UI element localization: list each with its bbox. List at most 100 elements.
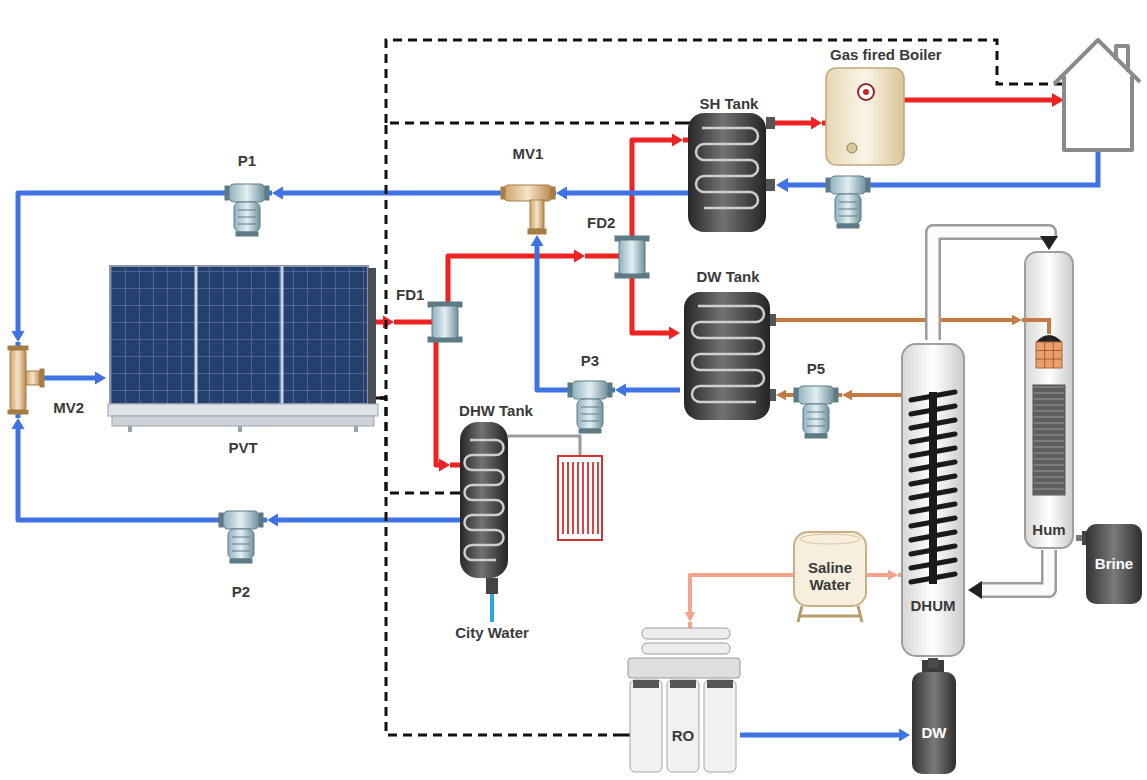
pvt-panel-drawing bbox=[108, 266, 378, 432]
pipe-connector bbox=[685, 575, 788, 622]
pipe-connector bbox=[12, 193, 223, 342]
pump-drawing bbox=[223, 511, 259, 529]
pump-drawing bbox=[219, 176, 870, 563]
diverter-drawing bbox=[432, 306, 458, 338]
pipe-line bbox=[850, 393, 898, 397]
arrow-head bbox=[842, 390, 852, 400]
pump-drawing bbox=[803, 404, 829, 434]
arrow-head bbox=[672, 134, 683, 147]
pipe-connector bbox=[746, 729, 910, 742]
pvt-panel-drawing bbox=[130, 426, 356, 432]
pump-drawing bbox=[232, 537, 250, 551]
component-label: Brine bbox=[1095, 555, 1133, 572]
arrow-head bbox=[1012, 315, 1022, 325]
component-label: RO bbox=[672, 727, 695, 744]
layout-pipes bbox=[776, 178, 788, 192]
layout-pipes bbox=[490, 594, 494, 622]
pipe-line bbox=[624, 388, 680, 393]
pipe-connector bbox=[448, 250, 585, 285]
storage-tank: SH Tank bbox=[683, 93, 775, 235]
pipe-connector bbox=[380, 123, 683, 398]
humidifier-drawing bbox=[1036, 342, 1062, 368]
tank-drawing bbox=[460, 422, 508, 578]
boiler: Gas fired Boiler bbox=[822, 44, 962, 169]
arrow-head bbox=[556, 187, 567, 200]
pump: P5 bbox=[790, 358, 842, 440]
layout-pipes bbox=[904, 98, 1054, 103]
arrow-head bbox=[531, 235, 544, 246]
component-label: P2 bbox=[232, 583, 250, 600]
pipe-line bbox=[18, 427, 215, 520]
pipe-line bbox=[537, 244, 565, 390]
component-label: DHUM bbox=[911, 597, 956, 614]
pipe-label: City Water bbox=[442, 624, 542, 641]
humidifier-drawing bbox=[1022, 320, 1049, 334]
collector-drawing bbox=[1086, 524, 1142, 604]
arrow-head bbox=[95, 372, 106, 385]
pump-drawing bbox=[238, 210, 256, 224]
pipe-stubs bbox=[740, 733, 746, 738]
pump-drawing bbox=[826, 178, 830, 192]
pipe-connector bbox=[615, 384, 680, 397]
pipe-line bbox=[380, 123, 683, 398]
pipe-line bbox=[776, 318, 1014, 322]
pipe-connector bbox=[933, 232, 1058, 340]
pvt-panel-drawing bbox=[110, 266, 368, 404]
pump-drawing bbox=[568, 383, 572, 397]
diverter-drawing bbox=[619, 240, 645, 274]
saline-tank-drawing bbox=[800, 534, 860, 544]
pump-drawing bbox=[608, 383, 612, 397]
boiler-drawing bbox=[826, 68, 904, 165]
arrow-head bbox=[685, 612, 695, 622]
pump-drawing bbox=[234, 202, 260, 232]
tank-drawing bbox=[692, 306, 764, 402]
pump-drawing bbox=[572, 381, 608, 399]
component-label: FD2 bbox=[587, 214, 615, 231]
pipe-line bbox=[632, 280, 671, 333]
house-drawing bbox=[1064, 76, 1132, 150]
layout-pipes bbox=[386, 40, 1098, 622]
arrow-head bbox=[888, 570, 898, 580]
house-drawing bbox=[1116, 46, 1128, 72]
pipe-line bbox=[448, 256, 576, 284]
collector-drawing bbox=[912, 672, 956, 774]
ro-unit-drawing bbox=[642, 643, 730, 654]
component-label: MV1 bbox=[513, 145, 544, 162]
pump-drawing bbox=[805, 434, 827, 438]
pipe-line bbox=[436, 344, 441, 465]
house-drawing bbox=[1054, 40, 1140, 84]
ro-unit-drawing bbox=[707, 680, 733, 688]
ro-unit-drawing bbox=[630, 680, 662, 772]
tank-drawing bbox=[684, 292, 770, 420]
flow-diverter: FD1 bbox=[394, 284, 462, 344]
pvt-panel-drawing bbox=[112, 416, 374, 426]
arrow-head bbox=[267, 514, 278, 527]
tank-drawing bbox=[770, 314, 776, 326]
valve-drawing bbox=[528, 229, 546, 234]
boiler-drawing bbox=[858, 84, 874, 100]
ro-unit-drawing bbox=[628, 658, 740, 678]
pvt-panel-drawing bbox=[368, 268, 376, 404]
pump-drawing bbox=[229, 184, 265, 202]
pipe-connector bbox=[842, 390, 898, 400]
mixing-valve: MV2 bbox=[4, 342, 88, 418]
pump-drawing bbox=[228, 529, 254, 559]
valve-drawing bbox=[26, 371, 40, 385]
pump-drawing bbox=[807, 412, 825, 426]
humidifier-drawing bbox=[1033, 385, 1065, 495]
pump-drawing bbox=[839, 202, 857, 216]
pump-drawing bbox=[225, 186, 229, 200]
ro-unit-drawing bbox=[704, 680, 736, 772]
pump-drawing bbox=[259, 513, 263, 527]
shower-drawing bbox=[558, 456, 602, 540]
tank-drawing bbox=[696, 128, 758, 208]
shower-drawing bbox=[563, 462, 598, 534]
pipe-connector bbox=[380, 398, 450, 493]
pump-drawing bbox=[835, 194, 861, 224]
component-label: SH Tank bbox=[700, 95, 759, 112]
pump: P3 bbox=[565, 350, 615, 438]
component-label: P3 bbox=[581, 352, 599, 369]
pump-drawing bbox=[837, 224, 859, 228]
